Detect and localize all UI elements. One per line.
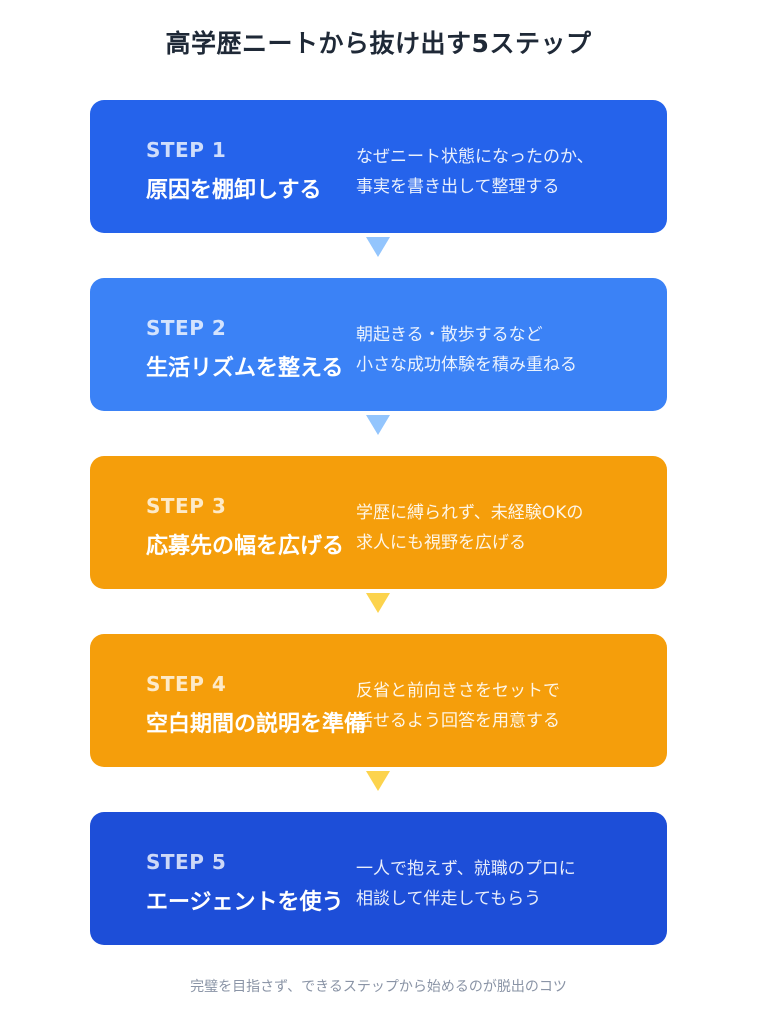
step-description-line: 話せるよう回答を用意する — [356, 711, 560, 731]
step-number: STEP 5 — [146, 850, 227, 874]
step-title: 原因を棚卸しする — [146, 178, 322, 203]
step-number: STEP 3 — [146, 494, 227, 518]
footer-note: 完璧を目指さず、できるステップから始めるのが脱出のコツ — [190, 979, 567, 995]
step-title: 空白期間の説明を準備 — [146, 712, 367, 737]
step-title: エージェントを使う — [146, 890, 344, 915]
step-description: 学歴に縛られず、未経験OKの 求人にも視野を広げる — [356, 498, 656, 558]
step-description-line: 相談して伴走してもらう — [356, 889, 542, 909]
down-arrow-icon — [366, 415, 390, 435]
step-card-5: STEP 5 エージェントを使う 一人で抱えず、就職のプロに 相談して伴走しても… — [90, 812, 667, 945]
step-number: STEP 2 — [146, 316, 227, 340]
down-arrow-icon — [366, 771, 390, 791]
down-arrow-icon — [366, 237, 390, 257]
step-description: 一人で抱えず、就職のプロに 相談して伴走してもらう — [356, 854, 656, 914]
step-description-line: 求人にも視野を広げる — [356, 533, 526, 553]
step-card-4: STEP 4 空白期間の説明を準備 反省と前向きさをセットで 話せるよう回答を用… — [90, 634, 667, 791]
down-arrow-icon — [366, 593, 390, 613]
step-number: STEP 1 — [146, 138, 227, 162]
step-description: 朝起きる・散歩するなど 小さな成功体験を積み重ねる — [356, 320, 656, 380]
step-title: 応募先の幅を広げる — [146, 534, 345, 559]
step-description: 反省と前向きさをセットで 話せるよう回答を用意する — [356, 676, 656, 736]
step-number: STEP 4 — [146, 672, 227, 696]
step-description-line: 一人で抱えず、就職のプロに — [356, 859, 576, 879]
step-card-2: STEP 2 生活リズムを整える 朝起きる・散歩するなど 小さな成功体験を積み重… — [90, 278, 667, 435]
page-title: 高学歴ニートから抜け出す5ステップ — [165, 29, 592, 58]
step-description-line: 反省と前向きさをセットで — [356, 681, 560, 701]
step-card-3: STEP 3 応募先の幅を広げる 学歴に縛られず、未経験OKの 求人にも視野を広… — [90, 456, 667, 613]
step-title: 生活リズムを整える — [146, 356, 344, 381]
step-description-line: 朝起きる・散歩するなど — [356, 325, 543, 345]
step-description-line: 事実を書き出して整理する — [356, 177, 560, 197]
steps-list: STEP 1 原因を棚卸しする なぜニート状態になったのか、 事実を書き出して整… — [90, 100, 667, 945]
step-description: なぜニート状態になったのか、 事実を書き出して整理する — [356, 142, 656, 202]
step-description-line: なぜニート状態になったのか、 — [356, 147, 594, 167]
step-description-line: 学歴に縛られず、未経験OKの — [356, 503, 584, 523]
step-card-1: STEP 1 原因を棚卸しする なぜニート状態になったのか、 事実を書き出して整… — [90, 100, 667, 257]
step-description-line: 小さな成功体験を積み重ねる — [356, 355, 577, 375]
